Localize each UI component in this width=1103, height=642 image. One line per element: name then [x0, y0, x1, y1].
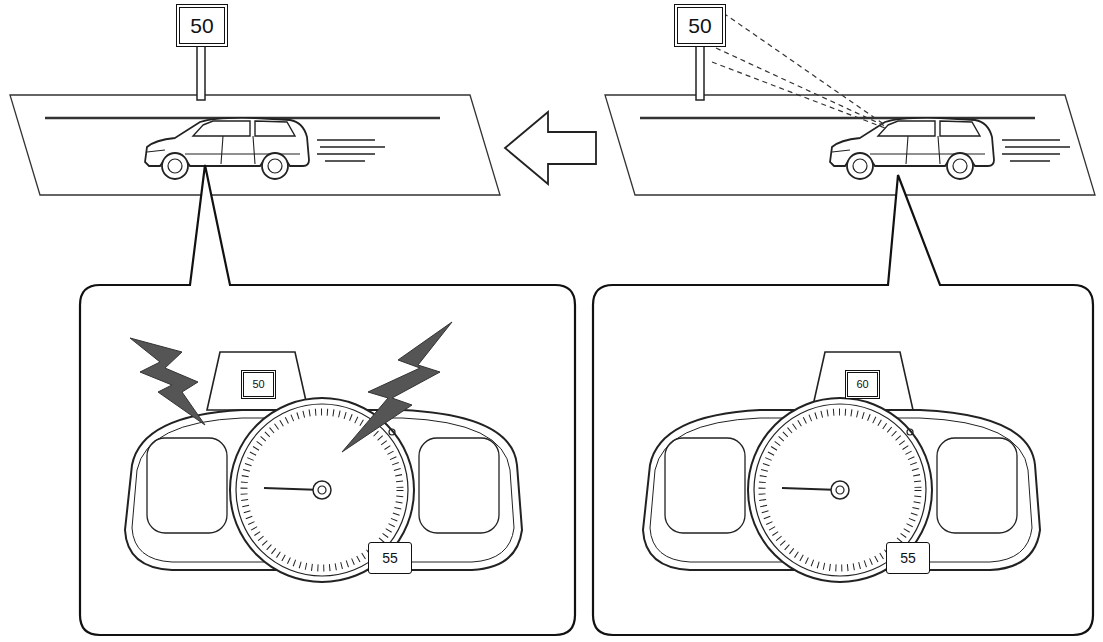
sign-number: 60 — [856, 379, 868, 390]
sign-number: 50 — [252, 379, 264, 390]
sign-number: 50 — [190, 15, 213, 36]
speed-sign: 50 — [176, 4, 228, 47]
sign-number: 55 — [900, 551, 916, 565]
sign-display: 50 — [241, 370, 276, 399]
sign-number: 50 — [688, 15, 711, 36]
sign-number: 55 — [382, 551, 398, 565]
speed-display: 55 — [886, 542, 930, 574]
speed-sign: 50 — [674, 4, 726, 47]
speed-display: 55 — [368, 542, 412, 574]
sign-display: 60 — [845, 370, 880, 399]
